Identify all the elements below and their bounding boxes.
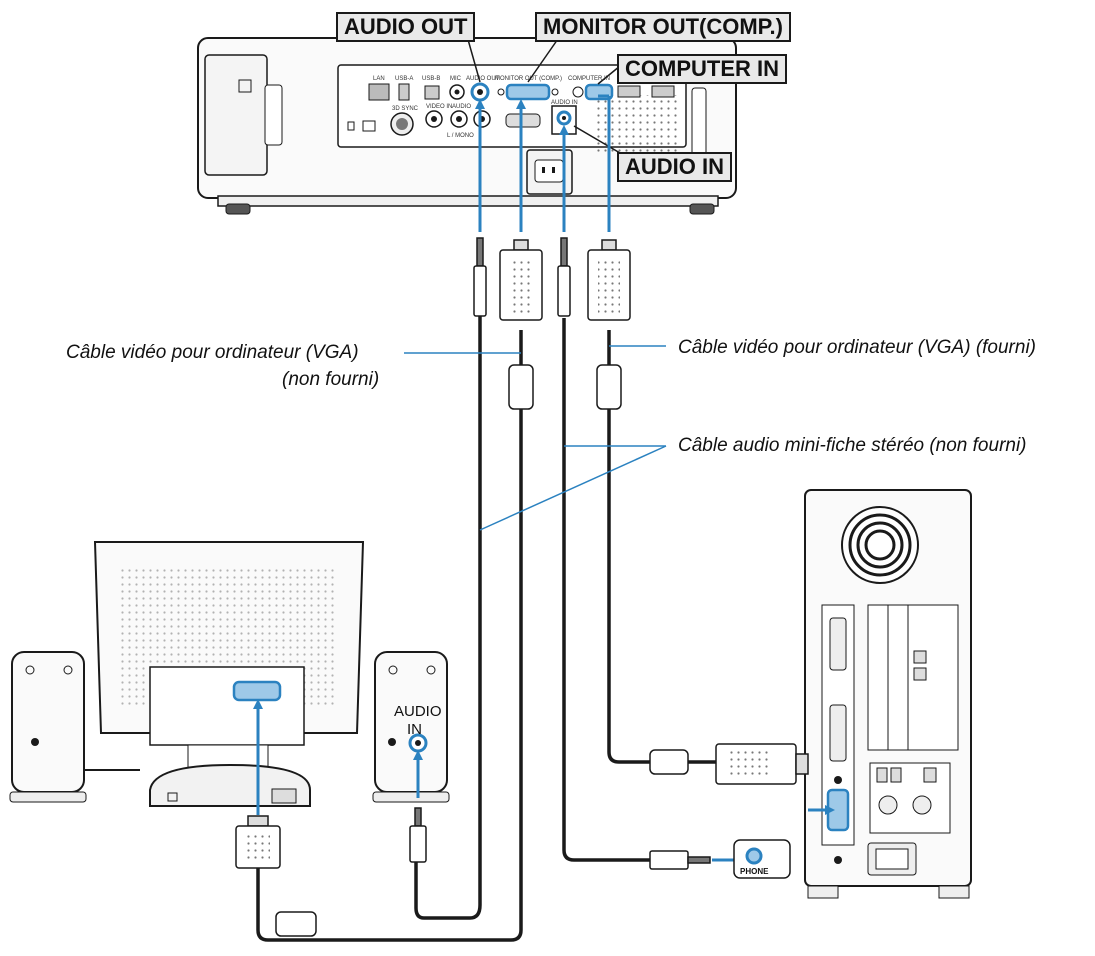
speaker-jack-plug — [409, 807, 427, 863]
caption-vga-not-supplied-line1: Câble vidéo pour ordinateur (VGA) — [66, 342, 359, 363]
caption-vga-not-supplied-line2: (non fourni) — [282, 369, 380, 390]
pc-phone-jack-plug — [649, 850, 711, 870]
callout-audio-in: AUDIO IN — [617, 152, 732, 182]
callout-leaders — [466, 35, 621, 154]
label-audio-out-small: AUDIO OUT — [466, 76, 500, 82]
callout-monitor-out: MONITOR OUT(COMP.) — [535, 12, 791, 42]
label-mono: L / MONO — [447, 133, 474, 139]
label-monitor-out-small: MONITOR OUT (COMP.) — [495, 76, 562, 82]
left-speaker — [9, 651, 87, 803]
label-computer-in-small: COMPUTER IN — [568, 76, 610, 82]
projector-arrows — [475, 94, 611, 232]
phone-label: PHONE — [740, 867, 769, 876]
label-audio-in-small: AUDIO IN — [551, 100, 578, 106]
callout-audio-out: AUDIO OUT — [336, 12, 476, 42]
projector: LAN USB-A USB-B MIC AUDIO OUT MONITOR OU… — [197, 37, 737, 215]
pc-vga-plug — [715, 743, 809, 785]
label-lan: LAN — [373, 76, 385, 82]
cables — [34, 315, 718, 942]
pc-phone-port: PHONE — [733, 839, 791, 879]
label-mic: MIC — [450, 76, 462, 82]
ferrite-cores — [275, 364, 689, 937]
label-3d-sync: 3D SYNC — [392, 106, 419, 112]
label-usb-a: USB-A — [395, 76, 413, 82]
speaker-audio-label: AUDIO — [394, 703, 442, 720]
pc-tower — [804, 489, 972, 899]
caption-vga-supplied: Câble vidéo pour ordinateur (VGA) (fourn… — [678, 337, 1037, 358]
label-video-in: VIDEO IN — [426, 104, 452, 110]
callout-computer-in: COMPUTER IN — [617, 54, 787, 84]
label-audio: AUDIO — [452, 104, 471, 110]
monitor-vga-plug — [235, 815, 281, 869]
right-speaker — [372, 651, 450, 803]
speaker-in-label: IN — [407, 721, 422, 738]
caption-audio-cable: Câble audio mini-fiche stéréo (non fourn… — [678, 435, 1027, 456]
monitor — [93, 541, 365, 807]
projector-plugs — [473, 237, 631, 321]
caption-leaders — [404, 345, 667, 531]
label-usb-b: USB-B — [422, 76, 440, 82]
